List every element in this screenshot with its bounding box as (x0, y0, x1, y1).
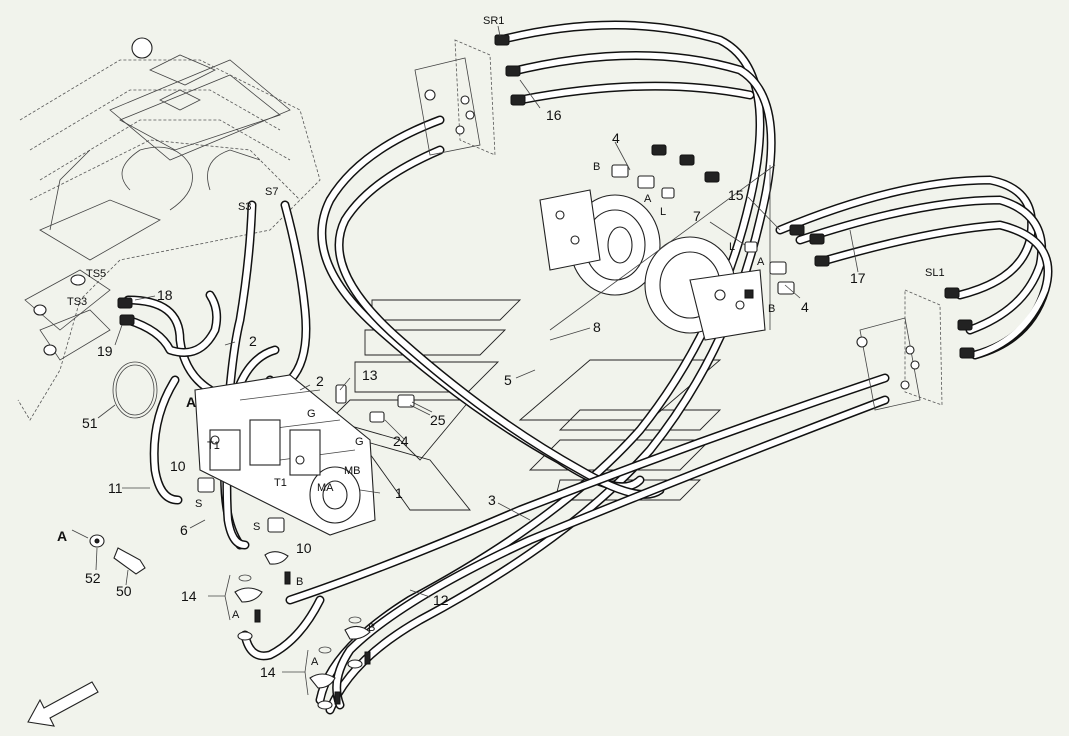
machine-cap-icon (131, 37, 153, 59)
port-b1: B (593, 161, 600, 173)
label-11: 11 (108, 480, 123, 496)
label-a-bold: A (186, 394, 196, 410)
fittings-motor (611, 144, 830, 295)
clamps (234, 551, 371, 710)
valve-block-sr1 (414, 34, 526, 156)
label-7: 7 (693, 208, 701, 224)
small-fittings (112, 297, 415, 533)
port-l2: L (729, 241, 735, 253)
port-a2: A (757, 256, 765, 268)
label-s7: S7 (265, 186, 278, 198)
direction-arrow-icon (27, 681, 99, 727)
bolt-washer (89, 534, 146, 575)
label-52: 52 (85, 570, 101, 586)
label-24: 24 (393, 433, 409, 449)
label-12: 12 (433, 592, 449, 608)
port-s-a: S (195, 498, 202, 510)
part-labels: SR1 SL1 S3 S7 TS5 TS3 1 2 2 3 4 4 5 6 7 … (57, 15, 945, 680)
label-5: 5 (504, 372, 512, 388)
label-ts5: TS5 (86, 268, 106, 280)
label-15: 15 (728, 187, 744, 203)
label-19: 19 (97, 343, 113, 359)
port-t1a: T1 (207, 440, 220, 452)
label-1: 1 (395, 485, 403, 501)
label-2a: 2 (249, 333, 257, 349)
port-s-b: S (253, 521, 260, 533)
motor-left (539, 189, 661, 296)
clamp14b-a: A (311, 656, 319, 668)
label-10b: 10 (296, 540, 312, 556)
label-2b: 2 (316, 373, 324, 389)
leader-lines (71, 25, 859, 696)
port-t1b: T1 (274, 477, 287, 489)
label-ts3: TS3 (67, 296, 87, 308)
port-gb: G (355, 436, 364, 448)
label-50: 50 (116, 583, 132, 599)
clamp14a-a: A (232, 609, 240, 621)
label-s3: S3 (238, 201, 251, 213)
label-13: 13 (362, 367, 378, 383)
port-b2: B (768, 303, 775, 315)
motor-right (644, 236, 766, 341)
clamp14a-b: B (296, 576, 303, 588)
bolt-icon (113, 547, 146, 575)
port-ma: MA (317, 482, 334, 494)
label-sl1: SL1 (925, 267, 945, 279)
label-51: 51 (82, 415, 98, 431)
label-3: 3 (488, 492, 496, 508)
port-mb: MB (344, 465, 361, 477)
o-ring-51 (112, 361, 158, 419)
label-sr1: SR1 (483, 15, 504, 27)
label-14a: 14 (181, 588, 197, 604)
label-6: 6 (180, 522, 188, 538)
label-16: 16 (546, 107, 562, 123)
pump-assembly (194, 374, 376, 536)
label-14b: 14 (260, 664, 276, 680)
label-4b: 4 (801, 299, 809, 315)
label-17: 17 (850, 270, 866, 286)
valve-block-sl1 (856, 287, 975, 411)
label-a-detail: A (57, 528, 67, 544)
label-4a: 4 (612, 130, 620, 146)
port-ga: G (307, 408, 316, 420)
port-l1: L (660, 206, 666, 218)
label-18: 18 (157, 287, 173, 303)
label-25: 25 (430, 412, 446, 428)
port-a1: A (644, 193, 652, 205)
hoses (123, 20, 1053, 715)
label-10a: 10 (170, 458, 186, 474)
label-8: 8 (593, 319, 601, 335)
clamp14b-b: B (368, 622, 375, 634)
machine-outline (17, 37, 321, 421)
